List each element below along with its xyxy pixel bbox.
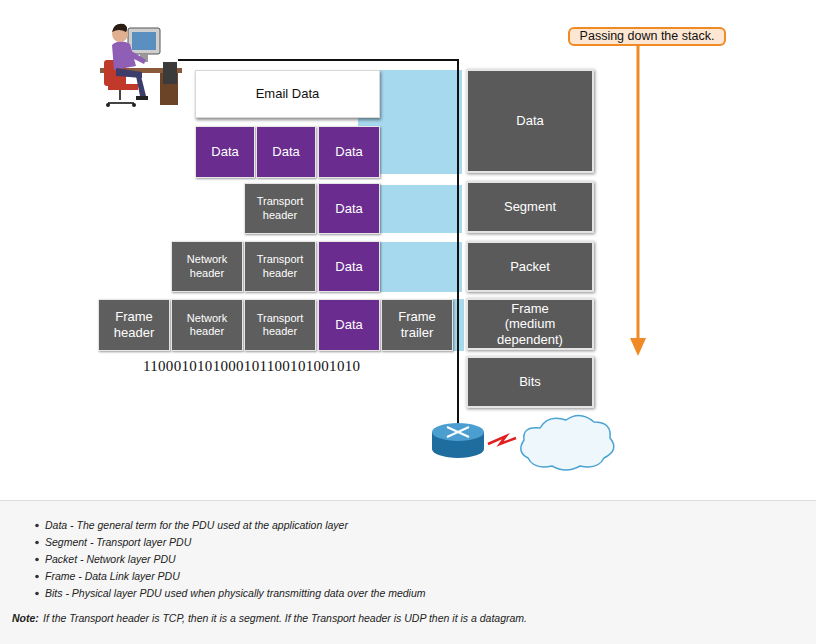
box-label: Data — [335, 259, 362, 275]
bit-stream: 1100010101000101100101001010 — [143, 358, 360, 375]
data-block: Data — [195, 126, 255, 178]
notes-panel — [0, 500, 816, 644]
box-label: Data — [335, 201, 362, 217]
box-label: Frame (medium dependent) — [492, 301, 568, 348]
pdu-name-box: Frame (medium dependent) — [466, 298, 594, 350]
legend-note: Packet - Network layer PDU — [45, 553, 176, 565]
note-heading: Note: — [12, 612, 39, 624]
stack-arrow-head — [630, 338, 646, 356]
router-arrows — [447, 427, 469, 437]
router-bottom — [432, 440, 484, 458]
person-shin — [136, 72, 146, 96]
user-at-computer — [100, 24, 182, 107]
frame-block: Frame header — [98, 299, 170, 351]
frame-block: Frame trailer — [381, 299, 453, 351]
legend-note: Segment - Transport layer PDU — [45, 536, 191, 548]
box-label: Data — [335, 317, 362, 333]
box-label: Network header — [175, 312, 239, 338]
router-top — [432, 423, 484, 441]
stack-arrow-shaft — [637, 46, 640, 340]
data-block: Data — [318, 183, 380, 234]
bullet-dot — [35, 541, 39, 545]
box-label: Transport header — [248, 312, 312, 338]
data-block: Data — [318, 241, 380, 292]
data-block: Data — [318, 126, 380, 178]
pdu-name-box: Packet — [466, 241, 594, 292]
router-arrow — [447, 427, 469, 437]
callout-box: Passing down the stack. — [568, 27, 726, 46]
header-block: Network header — [171, 241, 243, 292]
box-label: Data — [272, 144, 299, 160]
box-label: Data — [335, 144, 362, 160]
monitor — [128, 28, 160, 54]
chair-wheel — [132, 103, 136, 107]
header-block: Transport header — [244, 241, 316, 292]
pdu-name-box: Bits — [466, 356, 594, 408]
chair-wheel — [106, 103, 110, 107]
header-block: Transport header — [244, 299, 316, 351]
header-block: Network header — [171, 299, 243, 351]
box-label: Packet — [510, 259, 550, 275]
chair-post — [119, 90, 121, 100]
box-label: Data — [516, 113, 543, 129]
router-icon — [432, 423, 484, 458]
router-arrow — [447, 427, 469, 437]
legend-note: Bits - Physical layer PDU used when phys… — [45, 587, 426, 599]
box-label: Transport header — [248, 253, 312, 279]
person-shoe — [136, 96, 148, 100]
box-label: Segment — [504, 199, 556, 215]
bullet-dot — [35, 524, 39, 528]
bullet-dot — [35, 575, 39, 579]
box-label: Bits — [519, 374, 541, 390]
box-label: Frame header — [102, 309, 166, 340]
computer-tower — [163, 62, 177, 84]
box-label: Data — [211, 144, 238, 160]
legend-note: Frame - Data Link layer PDU — [45, 570, 180, 582]
note-text: If the Transport header is TCP, then it … — [43, 612, 527, 624]
pdu-name-box: Data — [466, 69, 594, 173]
box-label: Transport header — [248, 195, 312, 221]
network-cloud — [521, 415, 614, 470]
bullet-dot — [35, 592, 39, 596]
legend-note: Data - The general term for the PDU used… — [45, 519, 348, 531]
person-arm — [128, 50, 146, 64]
data-block: Data — [256, 126, 316, 178]
application-data-box: Email Data — [195, 70, 380, 118]
bullet-dot — [35, 558, 39, 562]
pdu-name-box: Segment — [466, 181, 594, 233]
chair-base — [108, 102, 134, 104]
bullet-dots — [35, 524, 39, 596]
box-label: Passing down the stack. — [580, 29, 715, 44]
monitor-screen — [132, 32, 156, 50]
panel-border — [0, 500, 816, 501]
chair-seat — [108, 84, 138, 90]
person-hair — [112, 24, 127, 32]
header-block: Transport header — [244, 183, 316, 234]
box-label: Email Data — [256, 86, 320, 102]
box-label: Frame trailer — [385, 309, 449, 340]
serial-link — [488, 436, 516, 444]
data-block: Data — [318, 299, 380, 351]
box-label: Network header — [175, 253, 239, 279]
